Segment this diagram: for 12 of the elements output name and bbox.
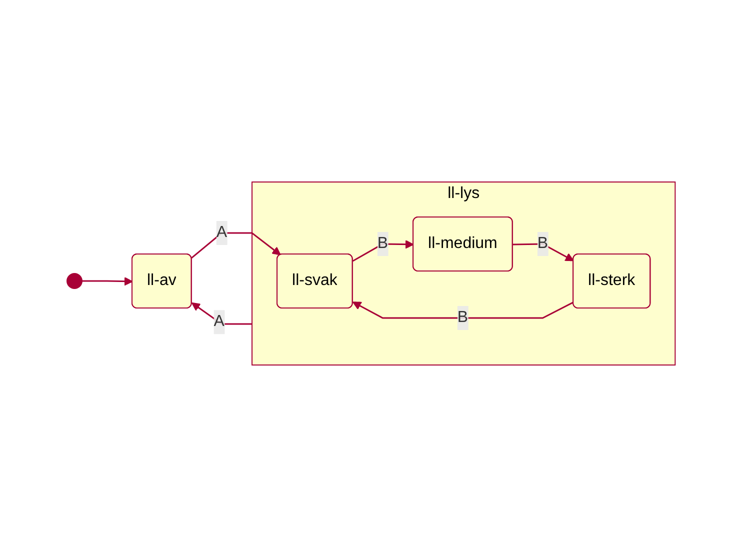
arrow	[192, 302, 252, 325]
arrow	[352, 302, 574, 319]
edge-label: B	[458, 309, 468, 326]
edge-label: A	[214, 313, 225, 330]
edge-label: B	[378, 235, 388, 252]
arrow	[513, 243, 574, 262]
edge-label: A	[216, 224, 228, 241]
edge-label: B	[538, 235, 548, 252]
node-circle	[66, 273, 83, 289]
arrow	[82, 276, 134, 286]
arrow	[352, 240, 414, 262]
arrow	[192, 232, 282, 259]
